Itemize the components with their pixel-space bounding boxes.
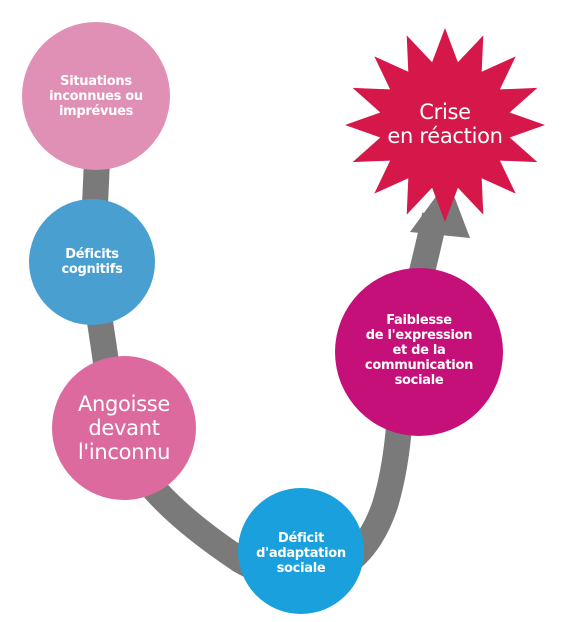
node-faiblesse-circle xyxy=(335,268,503,436)
node-situations-label: Situations inconnues ou imprévues xyxy=(49,73,143,119)
node-deficits-cognitifs-label: Déficits cognitifs xyxy=(61,247,123,277)
node-deficit-adaptation-circle xyxy=(238,488,364,614)
node-deficits-cognitifs-circle xyxy=(29,199,155,325)
crisis-starburst xyxy=(345,28,545,222)
arrow-head xyxy=(410,180,470,238)
node-angoisse-circle xyxy=(52,356,196,500)
node-situations-circle xyxy=(22,22,170,170)
node-deficit-adaptation-label: Déficit d'adaptation sociale xyxy=(256,530,346,576)
node-faiblesse-label: Faiblesse de l'expression et de la commu… xyxy=(364,312,474,388)
node-crise-label: Crise en réaction xyxy=(387,100,503,148)
node-angoisse-label: Angoisse devant l'inconnu xyxy=(77,392,171,464)
